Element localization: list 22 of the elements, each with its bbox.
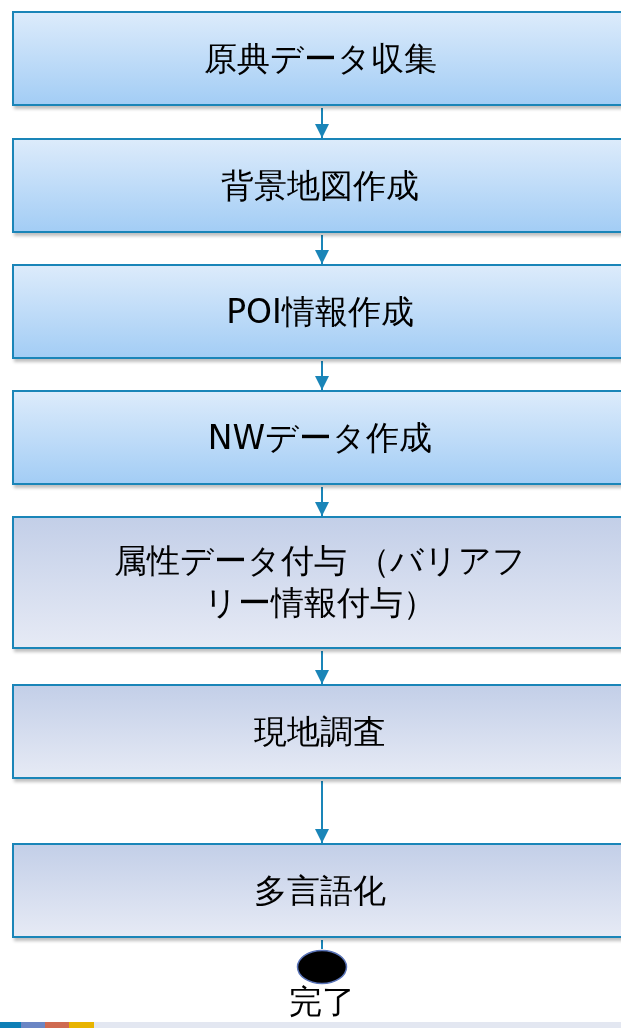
process-box (12, 138, 621, 233)
step-label: 属性データ付与 （バリアフリー情報付与） (112, 539, 528, 625)
arrow (315, 486, 329, 517)
arrow (315, 107, 329, 139)
process-box (12, 684, 621, 779)
arrow (315, 780, 329, 844)
step-label: 原典データ収集 (202, 37, 438, 80)
step-label: 背景地図作成 (220, 164, 420, 207)
process-box (12, 516, 621, 649)
arrow (315, 650, 329, 685)
process-box (12, 843, 621, 938)
step-label: 現地調査 (253, 710, 387, 753)
end-label: 完了 (288, 981, 356, 1023)
connector-line (321, 939, 323, 950)
step-label: NWデータ作成 (206, 416, 434, 459)
process-box (12, 264, 621, 359)
arrow (315, 234, 329, 265)
arrow (315, 360, 329, 391)
step-label: POI情報作成 (225, 290, 415, 333)
process-box (12, 390, 621, 485)
process-box (12, 11, 621, 106)
step-label: 多言語化 (253, 869, 387, 912)
